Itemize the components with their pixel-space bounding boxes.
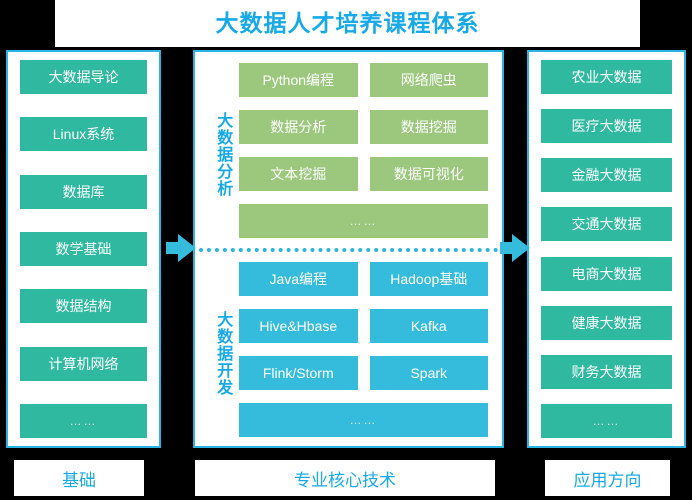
course-chip[interactable]: Java编程 bbox=[239, 261, 358, 296]
course-chip-more[interactable]: …… bbox=[239, 402, 488, 437]
application-chip[interactable]: 交通大数据 bbox=[541, 207, 672, 242]
basics-column-panel: 大数据导论 Linux系统 数据库 数学基础 数据结构 计算机网络 …… bbox=[6, 50, 161, 448]
development-course-grid: Java编程 Hadoop基础 Hive&Hbase Kafka Flink/S… bbox=[239, 254, 488, 445]
applications-list: 农业大数据 医疗大数据 金融大数据 交通大数据 电商大数据 健康大数据 财务大数… bbox=[529, 52, 684, 446]
course-chip[interactable]: 数据挖掘 bbox=[369, 109, 488, 144]
title-banner: 大数据人才培养课程体系 bbox=[55, 0, 640, 47]
group-label-analysis: 大数据分析 bbox=[214, 111, 232, 197]
course-chip[interactable]: Kafka bbox=[369, 308, 488, 343]
application-chip[interactable]: 金融大数据 bbox=[541, 158, 672, 193]
footer-label-basics: 基础 bbox=[14, 460, 144, 496]
course-chip[interactable]: 数据库 bbox=[20, 174, 147, 209]
course-chip[interactable]: 文本挖掘 bbox=[239, 156, 358, 191]
course-chip-more[interactable]: …… bbox=[239, 203, 488, 238]
course-chip[interactable]: 数据结构 bbox=[20, 289, 147, 324]
course-chip[interactable]: 网络爬虫 bbox=[369, 62, 488, 97]
big-data-development-group: 大数据开发 Java编程 Hadoop基础 Hive&Hbase Kafka F… bbox=[195, 252, 502, 446]
application-chip[interactable]: 农业大数据 bbox=[541, 60, 672, 94]
application-chip[interactable]: 财务大数据 bbox=[541, 354, 672, 389]
arrow-basics-to-core-tail bbox=[166, 242, 179, 254]
footer-label-apps: 应用方向 bbox=[545, 460, 670, 496]
big-data-analysis-group: 大数据分析 Python编程 网络爬虫 数据分析 数据挖掘 文本挖掘 数据可视化… bbox=[195, 54, 502, 246]
course-chip[interactable]: 数学基础 bbox=[20, 231, 147, 266]
arrow-core-to-apps-tail bbox=[500, 242, 513, 254]
applications-column-panel: 农业大数据 医疗大数据 金融大数据 交通大数据 电商大数据 健康大数据 财务大数… bbox=[527, 50, 686, 448]
course-chip[interactable]: Python编程 bbox=[239, 62, 358, 97]
application-chip[interactable]: 健康大数据 bbox=[541, 305, 672, 340]
course-chip[interactable]: Spark bbox=[369, 355, 488, 390]
group-label-development: 大数据开发 bbox=[214, 310, 232, 396]
page-title: 大数据人才培养课程体系 bbox=[215, 10, 480, 36]
course-chip[interactable]: Flink/Storm bbox=[239, 355, 358, 390]
course-chip-more[interactable]: …… bbox=[20, 403, 147, 438]
arrow-core-to-apps-icon bbox=[512, 234, 530, 262]
course-chip[interactable]: Hadoop基础 bbox=[369, 261, 488, 296]
core-column-panel: 大数据分析 Python编程 网络爬虫 数据分析 数据挖掘 文本挖掘 数据可视化… bbox=[193, 50, 504, 448]
group-divider bbox=[199, 248, 498, 252]
arrow-basics-to-core-icon bbox=[178, 234, 196, 262]
course-chip[interactable]: 大数据导论 bbox=[20, 60, 147, 94]
course-chip[interactable]: 数据可视化 bbox=[369, 156, 488, 191]
application-chip[interactable]: 医疗大数据 bbox=[541, 109, 672, 144]
basics-course-list: 大数据导论 Linux系统 数据库 数学基础 数据结构 计算机网络 …… bbox=[8, 52, 159, 446]
application-chip-more[interactable]: …… bbox=[541, 403, 672, 438]
course-chip[interactable]: Linux系统 bbox=[20, 117, 147, 152]
course-chip[interactable]: 数据分析 bbox=[239, 109, 358, 144]
footer-label-core: 专业核心技术 bbox=[195, 460, 495, 496]
course-chip[interactable]: 计算机网络 bbox=[20, 346, 147, 381]
application-chip[interactable]: 电商大数据 bbox=[541, 256, 672, 291]
course-chip[interactable]: Hive&Hbase bbox=[239, 308, 358, 343]
analysis-course-grid: Python编程 网络爬虫 数据分析 数据挖掘 文本挖掘 数据可视化 …… bbox=[239, 55, 488, 246]
